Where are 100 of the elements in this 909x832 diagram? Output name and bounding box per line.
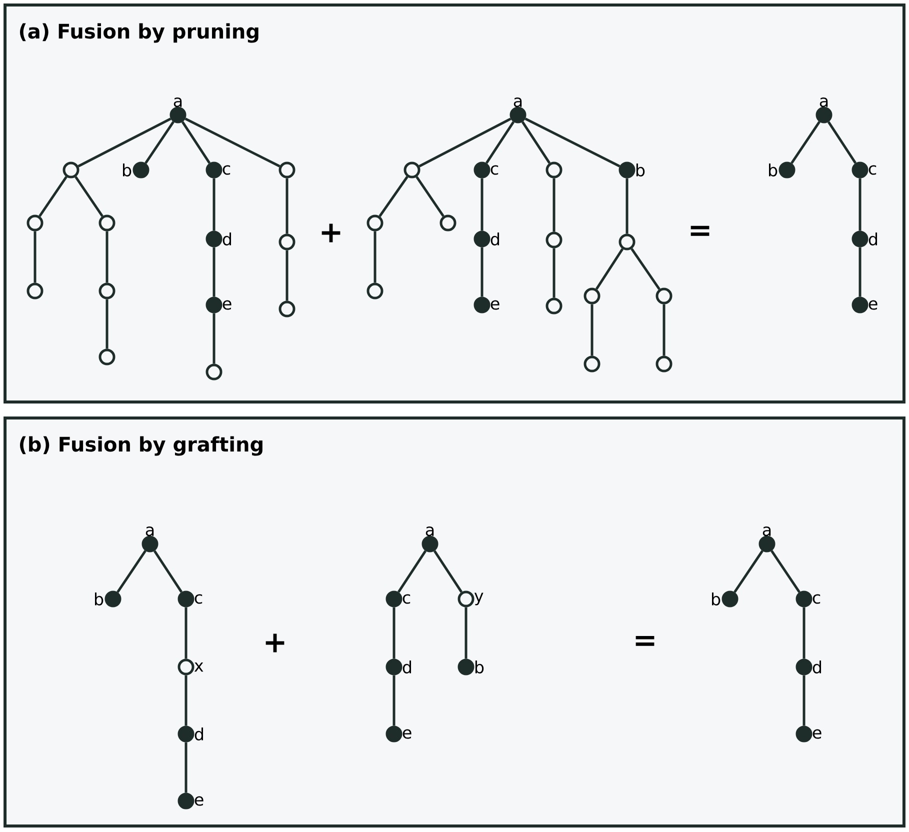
tree-edge xyxy=(184,607,188,659)
node-label: e xyxy=(402,729,412,739)
node-label: c xyxy=(194,594,202,604)
tree-node xyxy=(474,162,490,178)
tree-node xyxy=(26,214,44,232)
tree-edge xyxy=(734,550,764,593)
node-label: c xyxy=(868,165,876,175)
tree-node xyxy=(778,162,796,178)
tree-edge xyxy=(116,550,146,593)
operator-sign: + xyxy=(266,634,284,652)
node-label: a xyxy=(514,98,522,108)
tree-edge xyxy=(286,178,288,234)
node-label: b xyxy=(475,660,484,674)
node-label: d xyxy=(812,660,822,674)
tree-edge xyxy=(374,231,376,283)
tree-node xyxy=(796,726,812,742)
tree-edge xyxy=(662,304,666,356)
tree-node xyxy=(132,162,150,178)
operator-sign: = xyxy=(636,636,654,646)
tree-node xyxy=(178,792,194,810)
tree-edge xyxy=(397,550,427,593)
node-label: d xyxy=(222,232,232,246)
tree-edge xyxy=(552,178,556,232)
tree-node xyxy=(206,364,222,380)
tree-node xyxy=(278,300,296,318)
tree-edge xyxy=(106,231,108,283)
tree-node xyxy=(98,348,116,366)
tree-edge xyxy=(212,178,216,231)
tree-node xyxy=(796,590,812,608)
node-label: b xyxy=(123,164,132,176)
tree-node xyxy=(546,232,562,248)
tree-node xyxy=(98,282,116,300)
node-label: y xyxy=(474,592,484,606)
tree-edge xyxy=(153,550,183,593)
tree-node xyxy=(98,214,116,232)
tree-node xyxy=(206,230,222,248)
tree-node xyxy=(584,288,600,304)
tree-node xyxy=(722,590,738,608)
tree-edge xyxy=(38,176,68,217)
tree-edge xyxy=(521,121,551,164)
tree-edge xyxy=(630,248,660,290)
tree-node xyxy=(458,590,474,608)
node-label: e xyxy=(222,300,232,310)
tree-node xyxy=(546,298,562,314)
tree-edge xyxy=(74,176,104,217)
tree-node xyxy=(656,288,672,304)
node-label: c xyxy=(812,594,820,604)
tree-node xyxy=(458,658,474,676)
tree-node xyxy=(474,230,490,248)
tree-edge xyxy=(480,247,484,297)
tree-node xyxy=(510,106,526,124)
tree-node xyxy=(142,536,158,552)
tree-edge xyxy=(34,231,36,283)
tree-edge xyxy=(212,247,216,297)
tree-node xyxy=(852,162,868,178)
tree-edge xyxy=(480,178,484,231)
tree-edge xyxy=(552,248,556,298)
node-label: c xyxy=(490,165,498,175)
node-label: a xyxy=(426,526,434,536)
tree-node xyxy=(852,296,868,314)
tree-node xyxy=(758,536,776,552)
tree-edge xyxy=(485,121,515,164)
tree-edge xyxy=(802,607,806,659)
tree-node xyxy=(440,214,456,232)
tree-edge xyxy=(590,304,594,356)
tree-edge xyxy=(212,313,216,364)
tree-node xyxy=(178,658,194,676)
tree-node xyxy=(278,234,296,250)
tree-node xyxy=(816,106,832,124)
tree-node xyxy=(656,356,672,372)
node-label: d xyxy=(868,232,878,246)
tree-edge xyxy=(184,118,280,168)
tree-node xyxy=(618,162,636,178)
tree-edge xyxy=(392,607,396,659)
node-label: d xyxy=(490,232,500,246)
tree-edge xyxy=(78,118,172,168)
tree-edge xyxy=(770,550,800,593)
tree-edge xyxy=(464,607,468,659)
tree-edge xyxy=(418,118,512,168)
node-label: x xyxy=(194,662,204,672)
tree-edge xyxy=(827,121,857,164)
node-label: b xyxy=(95,592,104,606)
operator-sign: + xyxy=(322,224,340,242)
tree-node xyxy=(26,282,44,300)
node-label: a xyxy=(174,98,182,108)
tree-node xyxy=(62,162,80,178)
tree-node xyxy=(618,234,636,250)
tree-node xyxy=(366,214,384,232)
node-label: e xyxy=(194,796,204,806)
node-label: b xyxy=(636,164,645,176)
tree-node xyxy=(104,590,122,608)
tree-edge xyxy=(626,178,628,234)
node-label: a xyxy=(146,526,154,536)
tree-node xyxy=(796,658,812,676)
tree-node xyxy=(178,726,194,742)
tree-edge xyxy=(184,742,188,793)
tree-node xyxy=(852,230,868,248)
tree-node xyxy=(386,726,402,742)
operator-sign: = xyxy=(690,226,710,236)
tree-edge xyxy=(858,247,862,297)
